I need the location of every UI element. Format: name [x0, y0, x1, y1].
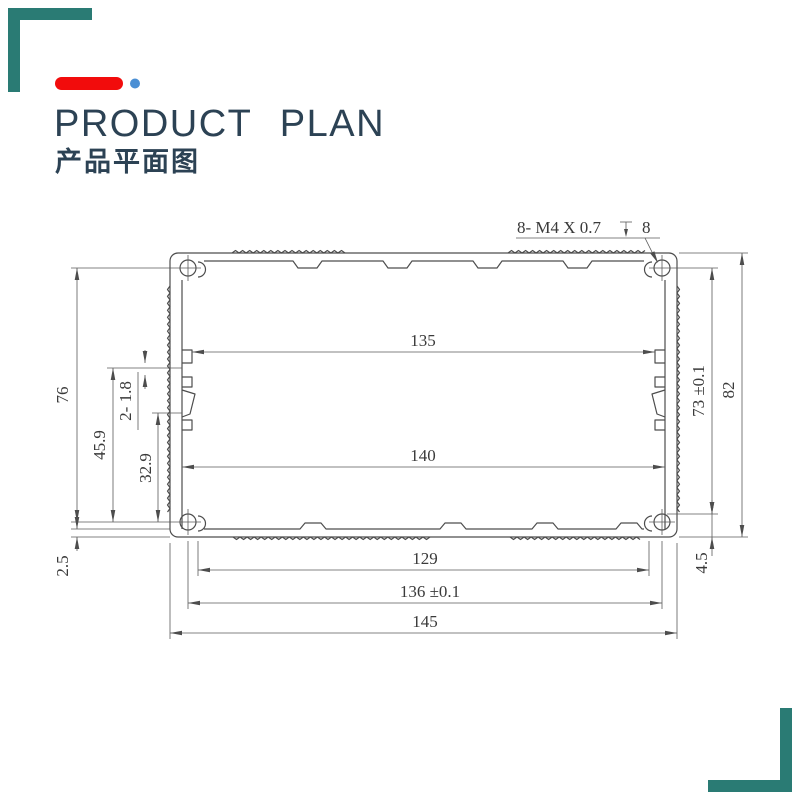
dim-label-slot-thickness: 2- 1.8: [116, 381, 135, 421]
dim-label-overall-height: 82: [719, 382, 738, 399]
accent-dot: [130, 78, 140, 89]
corner-ornament-top-left: [8, 8, 92, 92]
dimension-labels: 135 140 129 136 ±0.1 145 76 45.9 2- 1.8 …: [53, 218, 738, 631]
thread-note-text: 8- M4 X 0.7: [517, 218, 602, 237]
dim-label-rail-lower: 32.9: [136, 453, 155, 483]
dim-label-lip-thickness: 2.5: [53, 555, 72, 576]
dim-label-hole-spacing-height: 76: [53, 387, 72, 404]
dim-label-bottom-opening-width: 129: [412, 549, 438, 568]
accent-bar: [55, 77, 123, 90]
dim-label-hole-spacing-width: 136 ±0.1: [400, 582, 460, 601]
dim-label-inner-width: 140: [410, 446, 436, 465]
page-subtitle: 产品平面图: [55, 147, 200, 177]
corner-ornament-bottom-right: [708, 708, 792, 792]
profile-geometry: [71, 221, 748, 639]
dim-label-top-opening-width: 135: [410, 331, 436, 350]
dim-label-inner-height: 73 ±0.1: [689, 365, 708, 417]
dim-label-overall-width: 145: [412, 612, 438, 631]
dim-label-rail-upper: 45.9: [90, 430, 109, 460]
page-title: PRODUCT PLAN: [54, 103, 386, 145]
thread-note-depth-value: 8: [642, 218, 651, 237]
dim-label-base-thickness: 4.5: [692, 552, 711, 573]
